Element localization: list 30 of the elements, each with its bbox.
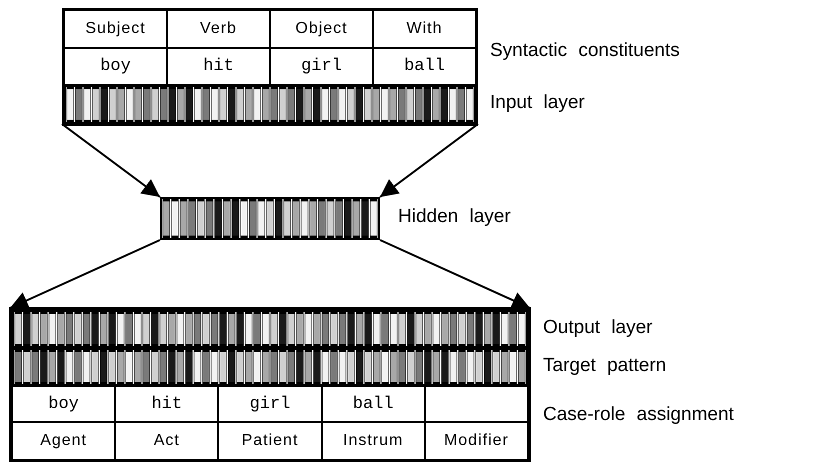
word-entry: boy: [64, 48, 167, 85]
word-entry: hit: [115, 386, 218, 422]
layer-label: Input layer: [490, 92, 585, 114]
column-heading: Agent: [12, 422, 116, 460]
row-caption: Case-role assignment: [543, 404, 734, 426]
unit-layer-bar: [12, 310, 528, 348]
column-heading: Modifier: [424, 422, 528, 460]
row-caption: Syntactic constituents: [490, 40, 680, 62]
column-heading: Object: [270, 10, 373, 48]
unit-layer-bar: [64, 85, 476, 124]
column-heading: Instrum: [322, 422, 425, 460]
column-heading: With: [373, 10, 476, 48]
column-heading: Verb: [167, 10, 270, 48]
layer-label: Output layer: [543, 317, 652, 339]
column-heading: Patient: [218, 422, 322, 460]
layer-label: Hidden layer: [398, 206, 511, 228]
column-heading: Act: [115, 422, 218, 460]
word-entry: girl: [270, 48, 373, 85]
word-entry: girl: [218, 386, 322, 422]
word-entry: ball: [373, 48, 476, 85]
column-heading: Subject: [64, 10, 167, 48]
word-entry: ball: [322, 386, 425, 422]
arrow: [10, 239, 160, 309]
arrow: [380, 239, 530, 309]
arrow: [379, 123, 479, 198]
word-entry: boy: [12, 386, 116, 422]
arrow: [61, 123, 161, 198]
unit-layer-bar: [160, 197, 380, 240]
word-entry: hit: [167, 48, 270, 85]
row-caption: Target pattern: [543, 355, 666, 377]
